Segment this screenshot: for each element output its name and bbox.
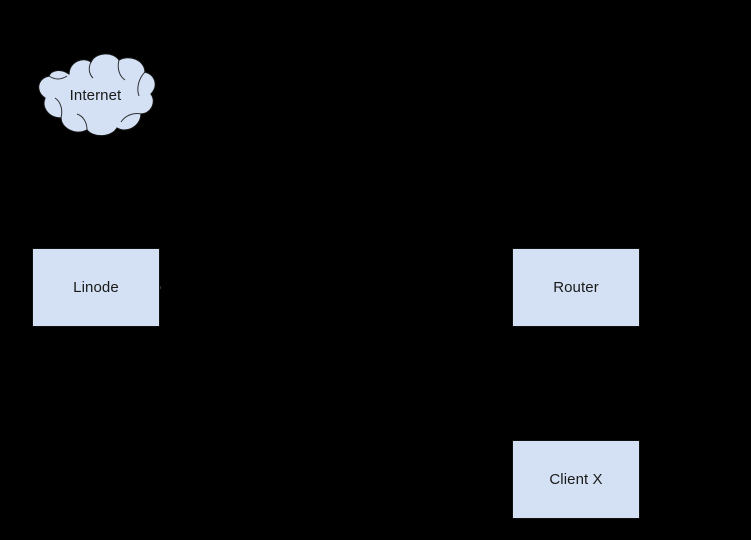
connector-linode-to-router: [160, 287, 512, 288]
connector-router-to-client: [575, 327, 576, 440]
node-internet[interactable]: Internet: [33, 50, 158, 140]
node-client-x[interactable]: Client X: [512, 440, 640, 519]
node-linode[interactable]: Linode: [32, 248, 160, 327]
connector-stub-linode-right: [159, 286, 161, 289]
connector-internet-to-linode: [95, 140, 96, 248]
node-client-x-label: Client X: [549, 471, 603, 488]
node-router-label: Router: [553, 279, 599, 296]
node-linode-label: Linode: [73, 279, 119, 296]
node-router[interactable]: Router: [512, 248, 640, 327]
cloud-icon: [38, 53, 156, 137]
